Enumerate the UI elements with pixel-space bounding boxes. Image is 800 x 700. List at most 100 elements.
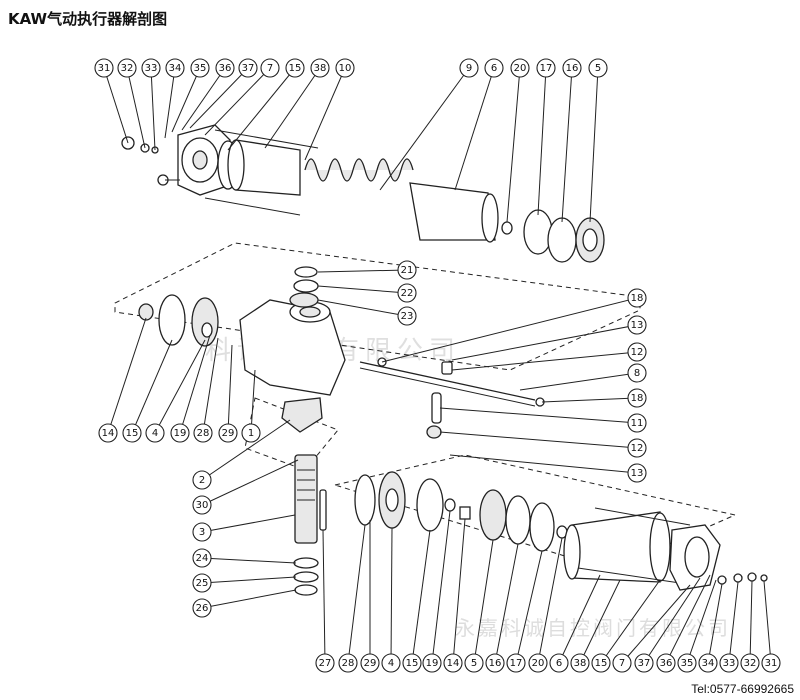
leader-line (431, 510, 451, 664)
leader-line (179, 334, 211, 434)
callout-34: 34 (698, 653, 718, 673)
callout-13: 13 (627, 315, 647, 335)
middle-assembly (138, 266, 545, 439)
leader-line (126, 67, 146, 149)
leader-line (202, 337, 219, 434)
svg-text:20: 20 (532, 658, 545, 669)
svg-text:38: 38 (574, 658, 587, 669)
svg-text:35: 35 (681, 658, 694, 669)
svg-text:1: 1 (248, 428, 254, 439)
callout-15: 15 (285, 58, 305, 78)
svg-text:12: 12 (631, 443, 644, 454)
callout-10: 10 (335, 58, 355, 78)
callout-15: 15 (122, 423, 142, 443)
leader-line (181, 67, 226, 131)
leader-line (439, 431, 638, 449)
svg-text:31: 31 (98, 63, 111, 74)
lower-assembly (354, 471, 768, 591)
svg-text:14: 14 (102, 428, 115, 439)
callout-12: 12 (627, 438, 647, 458)
seal-16 (547, 217, 577, 263)
washer-24 (293, 557, 319, 569)
leader-line (264, 67, 321, 149)
callout-14: 14 (98, 423, 118, 443)
leader-line (390, 527, 393, 664)
leader-line (201, 419, 291, 481)
callout-26: 26 (192, 598, 212, 618)
callout-36: 36 (656, 653, 676, 673)
leader-line (227, 344, 233, 434)
svg-text:24: 24 (196, 553, 209, 564)
leader-line (317, 285, 408, 294)
svg-text:25: 25 (196, 578, 209, 589)
svg-text:29: 29 (364, 658, 377, 669)
callout-18: 18 (627, 288, 647, 308)
leader-line (189, 67, 249, 129)
svg-text:30: 30 (196, 500, 209, 511)
callout-1: 1 (241, 423, 261, 443)
callout-38: 38 (570, 653, 590, 673)
leader-line (728, 581, 739, 664)
callout-16: 16 (485, 653, 505, 673)
leader-line (347, 524, 366, 664)
svg-text:15: 15 (595, 658, 608, 669)
svg-text:15: 15 (126, 428, 139, 439)
stopper-12 (441, 361, 453, 375)
leader-line (519, 372, 638, 391)
svg-text:19: 19 (426, 658, 439, 669)
svg-text:12: 12 (631, 347, 644, 358)
svg-text:16: 16 (489, 658, 502, 669)
svg-text:16: 16 (566, 63, 579, 74)
callout-13: 13 (627, 463, 647, 483)
svg-text:34: 34 (169, 63, 182, 74)
svg-text:4: 4 (152, 428, 158, 439)
svg-text:34: 34 (702, 658, 715, 669)
leader-line (473, 539, 494, 664)
callout-28: 28 (338, 653, 358, 673)
callout-37: 37 (238, 58, 258, 78)
callout-31: 31 (761, 653, 781, 673)
svg-text:15: 15 (406, 658, 419, 669)
callout-12: 12 (627, 342, 647, 362)
svg-text:17: 17 (510, 658, 523, 669)
callout-22: 22 (397, 283, 417, 303)
shaft-assembly (293, 454, 327, 596)
svg-text:3: 3 (199, 527, 205, 538)
svg-text:6: 6 (491, 63, 497, 74)
callout-9: 9 (459, 58, 479, 78)
leader-line (171, 67, 201, 133)
svg-text:36: 36 (219, 63, 232, 74)
callout-33: 33 (141, 58, 161, 78)
telephone-text: Tel:0577-66992665 (691, 682, 794, 696)
leader-line (579, 579, 621, 664)
callout-23: 23 (397, 306, 417, 326)
svg-text:27: 27 (319, 658, 332, 669)
leader-line (537, 537, 563, 664)
svg-text:28: 28 (197, 428, 210, 439)
leader-line (154, 339, 206, 434)
svg-text:19: 19 (174, 428, 187, 439)
seal-17 (523, 209, 553, 255)
leader-line (227, 67, 296, 151)
leader-line (561, 67, 573, 223)
end-cylinder (571, 511, 661, 583)
callout-7: 7 (612, 653, 632, 673)
leader-line (201, 576, 297, 584)
leader-line (541, 397, 638, 403)
callout-29: 29 (360, 653, 380, 673)
nut-12-lower (426, 425, 442, 439)
svg-text:38: 38 (314, 63, 327, 74)
callout-35: 35 (190, 58, 210, 78)
callout-20: 20 (528, 653, 548, 673)
shaft-3 (294, 454, 318, 544)
svg-text:18: 18 (631, 393, 644, 404)
svg-text:28: 28 (342, 658, 355, 669)
leader-line (763, 580, 772, 664)
seal-17-low (529, 502, 555, 552)
callout-28: 28 (193, 423, 213, 443)
callout-30: 30 (192, 495, 212, 515)
o-ring-15-mid (158, 294, 186, 346)
leader-line (131, 339, 173, 434)
